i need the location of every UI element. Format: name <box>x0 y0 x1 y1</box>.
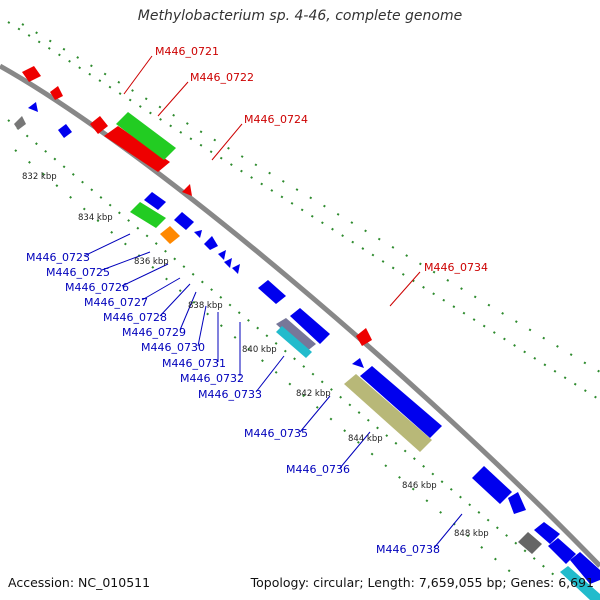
gc-track-outer-2 <box>21 23 600 373</box>
gene-feature <box>104 126 170 172</box>
gene-feature <box>204 236 218 250</box>
gene-label[interactable]: M446_0734 <box>424 261 488 274</box>
topology-prefix: Topology: circular; Length: <box>250 575 419 590</box>
scale-tick: 836 kbp <box>134 257 169 267</box>
gene-feature <box>276 326 312 358</box>
scale-tick: 832 kbp <box>22 172 57 182</box>
gene-feature <box>570 552 600 584</box>
gene-label[interactable]: M446_0728 <box>103 311 167 324</box>
gene-label[interactable]: M446_0736 <box>286 463 350 476</box>
gene-feature <box>560 566 600 600</box>
gene-feature <box>360 366 442 438</box>
scale-tick: 838 kbp <box>188 301 223 311</box>
gene-label[interactable]: M446_0721 <box>155 45 219 58</box>
scale-tick: 848 kbp <box>454 529 489 539</box>
gene-label[interactable]: M446_0735 <box>244 427 308 440</box>
gene-feature <box>182 184 192 196</box>
gene-label[interactable]: M446_0730 <box>141 341 205 354</box>
genes-prefix: ; Genes: <box>502 575 559 590</box>
gene-feature <box>194 230 202 238</box>
gene-feature <box>548 538 576 564</box>
gene-feature <box>518 532 542 554</box>
genome-length: 7,659,055 bp <box>418 575 503 590</box>
gene-feature <box>116 112 176 160</box>
gene-feature <box>290 308 330 344</box>
gene-feature <box>50 86 63 100</box>
gene-feature <box>344 374 432 452</box>
gene-feature <box>356 328 372 346</box>
gene-label[interactable]: M446_0732 <box>180 372 244 385</box>
gene-label[interactable]: M446_0723 <box>26 251 90 264</box>
gene-label[interactable]: M446_0726 <box>65 281 129 294</box>
gene-feature <box>58 124 72 138</box>
gene-feature <box>14 116 26 130</box>
gene-label[interactable]: M446_0724 <box>244 113 308 126</box>
accession-label: Accession: NC_010511 <box>8 575 151 590</box>
scale-tick: 846 kbp <box>402 481 437 491</box>
label-leaders <box>83 55 463 549</box>
gc-track-inner <box>7 119 561 581</box>
gene-feature <box>352 358 364 368</box>
gene-label[interactable]: M446_0733 <box>198 388 262 401</box>
gene-feature <box>276 318 316 352</box>
gene-labels-forward: M446_0721 M446_0722 M446_0724 M446_0734 <box>155 45 488 274</box>
scale-tick: 840 kbp <box>242 345 277 355</box>
gene-feature <box>130 202 166 228</box>
gene-label[interactable]: M446_0738 <box>376 543 440 556</box>
gene-label[interactable]: M446_0731 <box>162 357 226 370</box>
scale-tick: 834 kbp <box>78 213 113 223</box>
gene-feature <box>90 116 108 134</box>
scale-tick: 842 kbp <box>296 389 331 399</box>
gene-label[interactable]: M446_0727 <box>84 296 148 309</box>
gene-feature <box>28 102 38 112</box>
scale-tick: 844 kbp <box>348 434 383 444</box>
gene-count: 6,691 <box>558 575 594 590</box>
gene-label[interactable]: M446_0722 <box>190 71 254 84</box>
topology-summary: Topology: circular; Length: 7,659,055 bp… <box>251 575 594 590</box>
gene-labels-reverse: M446_0723 M446_0725 M446_0726 M446_0727 … <box>26 251 440 556</box>
gene-feature <box>144 192 166 210</box>
gene-feature <box>22 66 41 82</box>
genome-backbone <box>0 63 600 568</box>
gene-label[interactable]: M446_0725 <box>46 266 110 279</box>
gene-feature <box>534 522 560 544</box>
gene-feature <box>258 280 286 304</box>
scale-ticks: 832 kbp 834 kbp 836 kbp 838 kbp 840 kbp … <box>22 172 489 539</box>
gene-feature <box>224 258 232 268</box>
gene-feature <box>160 226 180 244</box>
gene-feature <box>472 466 512 504</box>
gene-label[interactable]: M446_0729 <box>122 326 186 339</box>
gene-feature <box>218 250 226 260</box>
gene-feature <box>174 212 194 230</box>
gene-feature <box>232 264 240 274</box>
gene-feature <box>508 492 526 514</box>
map-title: Methylobacterium sp. 4-46, complete geno… <box>137 8 463 24</box>
